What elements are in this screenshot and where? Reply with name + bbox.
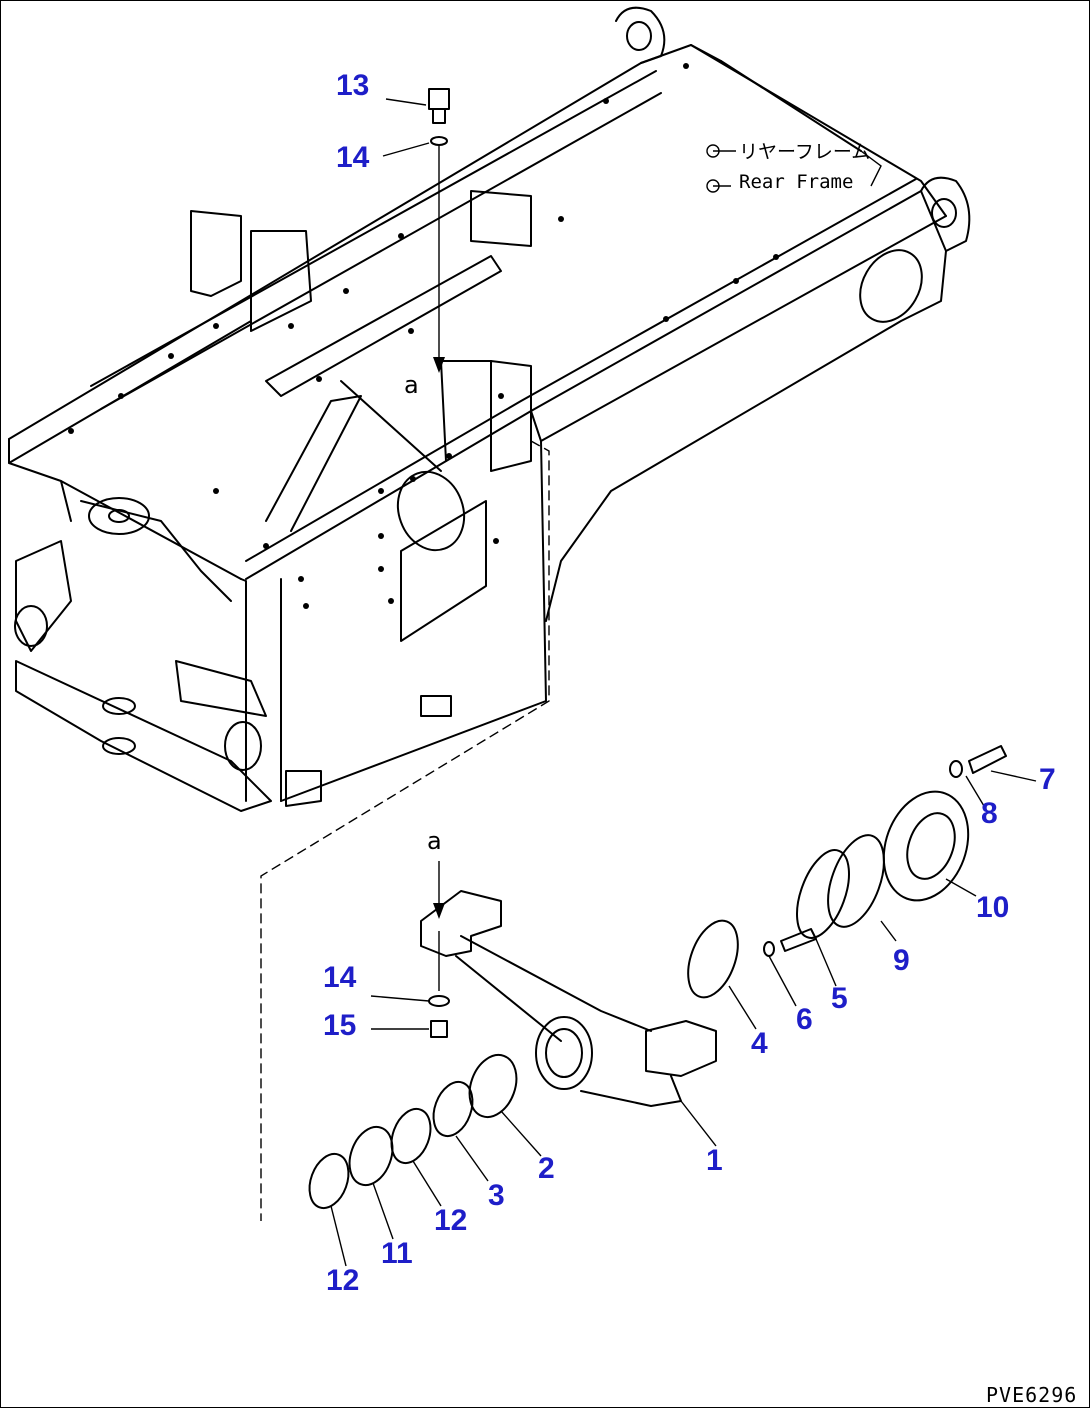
drawing-code: PVE6296 (986, 1383, 1078, 1407)
callout-10: 10 (976, 891, 1010, 924)
callout-2: 2 (538, 1152, 555, 1185)
callout-8: 8 (981, 797, 998, 830)
rear-frame-label-jp: リヤーフレーム (739, 141, 871, 163)
callout-12-mid: 12 (434, 1204, 468, 1237)
callout-9: 9 (893, 944, 910, 977)
callout-15: 15 (323, 1009, 357, 1042)
callout-4: 4 (751, 1027, 768, 1060)
callout-14-top: 14 (336, 141, 370, 174)
rear-frame-drawing (8, 6, 971, 812)
callout-5: 5 (831, 982, 848, 1015)
lower-assembly-drawing (308, 745, 1037, 1267)
callout-14-bottom: 14 (323, 961, 357, 994)
callout-3: 3 (488, 1179, 505, 1212)
view-ref-top: a (404, 371, 419, 399)
callout-12-bottom: 12 (326, 1264, 360, 1297)
rear-frame-label-en: Rear Frame (739, 171, 854, 193)
callout-11: 11 (381, 1237, 413, 1270)
top-bolt-assembly (382, 88, 450, 373)
view-ref-bottom: a (427, 827, 442, 855)
callout-1: 1 (706, 1144, 723, 1177)
callout-7: 7 (1039, 763, 1056, 796)
callout-13: 13 (336, 69, 370, 102)
callout-6: 6 (796, 1003, 813, 1036)
